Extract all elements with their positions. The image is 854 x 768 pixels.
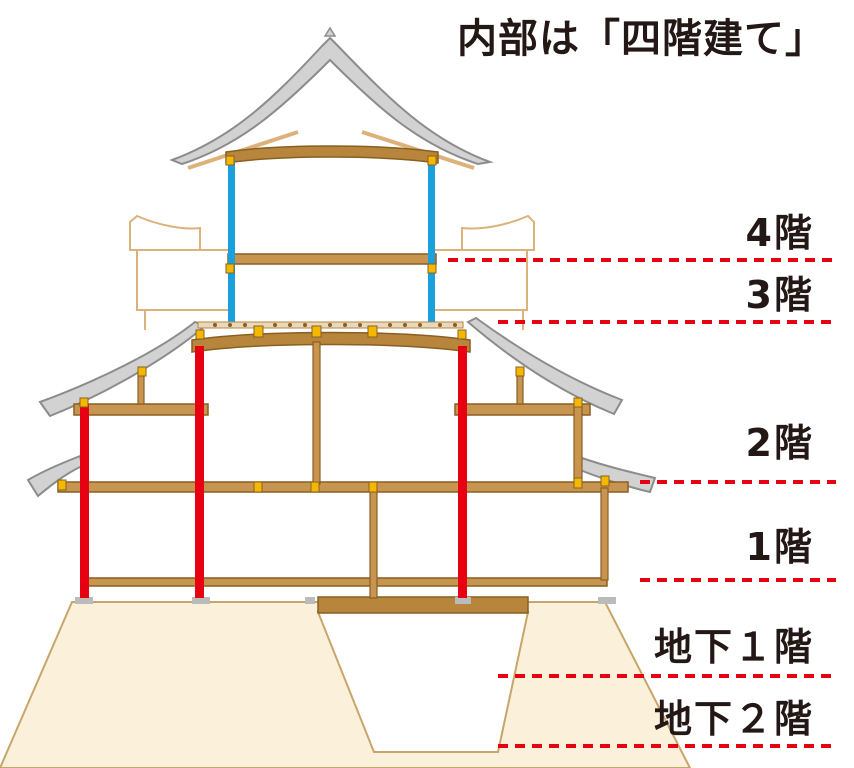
floor-label-b1: 地下１階 [653,625,814,669]
upper-pillars [228,160,435,326]
upper-gables [129,214,535,330]
floor-label-3f: 3階 [745,273,814,317]
beam-2f-floor [57,481,629,493]
floor-label-b2: 地下２階 [653,697,814,741]
stone-foundation [0,596,692,768]
beam-4f-floor [227,253,437,265]
side-beams [73,403,591,416]
floor-label-4f: 4階 [745,211,814,255]
wooden-posts [137,341,609,599]
floor-label-1f: 1階 [745,525,814,569]
page-title: 内部は「四階建て」 [457,16,826,62]
lower-pillars [80,346,467,598]
beam-4f-ceiling [225,145,439,164]
beam-dots [213,323,457,327]
floor-divider-lines [448,258,836,748]
beam-2f-ceiling [191,331,471,353]
joints [57,155,610,493]
beam-1f-floor [84,577,608,587]
floor-label-2f: 2階 [745,421,814,465]
